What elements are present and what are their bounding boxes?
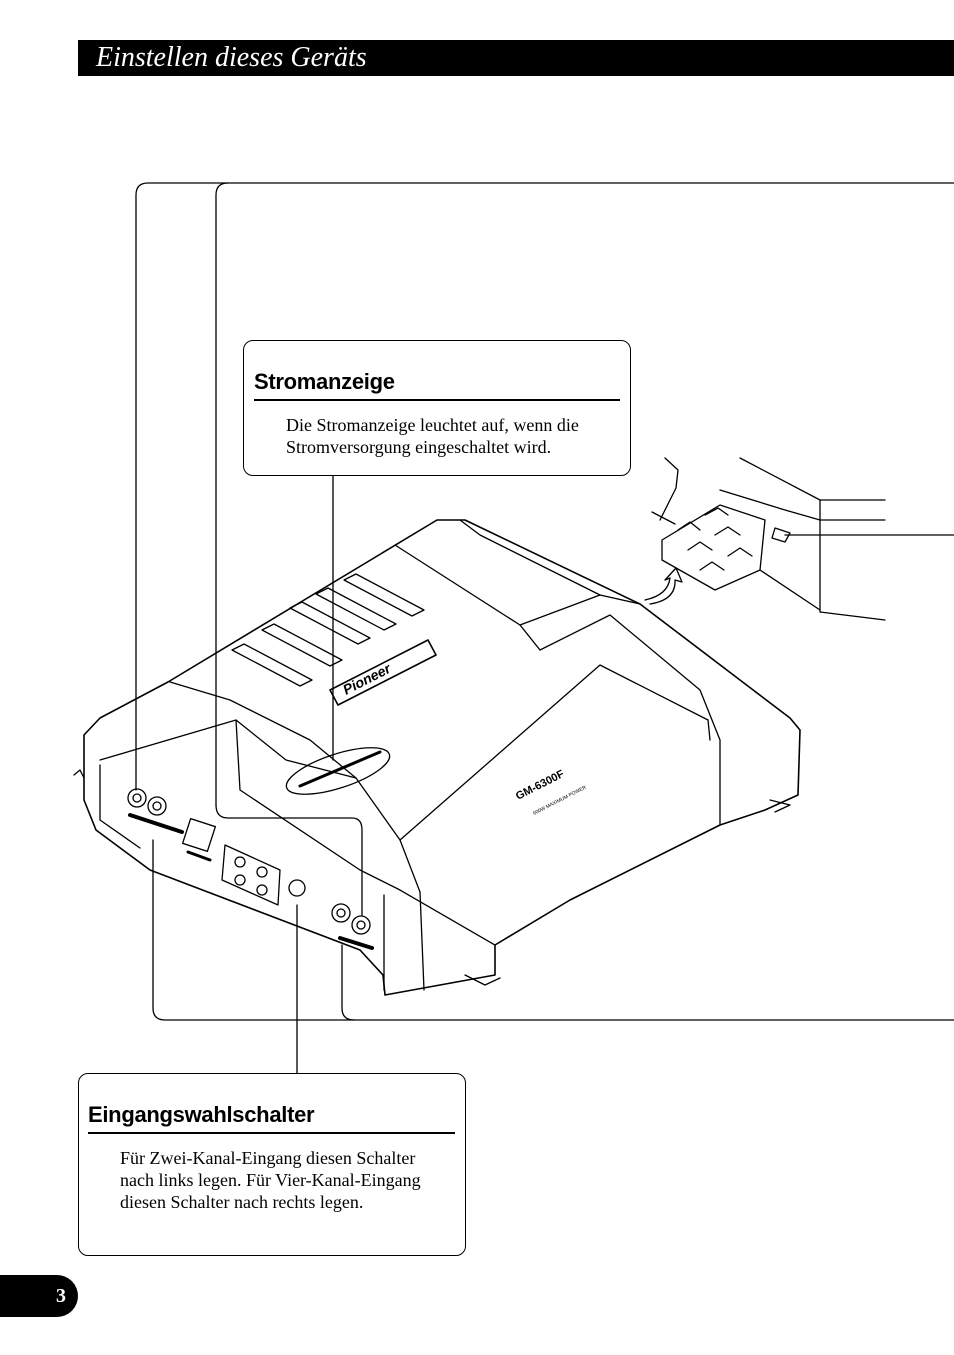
amplifier-body [73, 519, 801, 996]
callout-input-selector: Eingangswahlschalter Für Zwei-Kanal-Eing… [78, 1073, 466, 1256]
callout-body: Für Zwei-Kanal-Eingang diesen Schalter n… [120, 1148, 421, 1212]
section-title: Einstellen dieses Geräts [96, 42, 367, 73]
callout-body: Die Stromanzeige leuchtet auf, wenn die … [286, 415, 579, 457]
heading-rule [254, 399, 620, 401]
callout-heading: Stromanzeige [254, 369, 395, 394]
heading-rule [88, 1132, 455, 1134]
inset-terminal-detail [644, 457, 886, 621]
svg-text:Pioneer: Pioneer [340, 659, 394, 697]
brand-logo: Pioneer [329, 639, 437, 706]
section-title-bar: Einstellen dieses Geräts [78, 40, 954, 76]
page-number: 3 [56, 1285, 66, 1307]
model-label: GM-6300F 600W MAXIMUM POWER [514, 768, 588, 817]
callout-leader-lines [135, 182, 954, 1074]
callout-power-indicator: Stromanzeige Die Stromanzeige leuchtet a… [243, 340, 631, 476]
callout-heading: Eingangswahlschalter [88, 1102, 315, 1127]
page-number-tab: 3 [0, 1275, 78, 1317]
